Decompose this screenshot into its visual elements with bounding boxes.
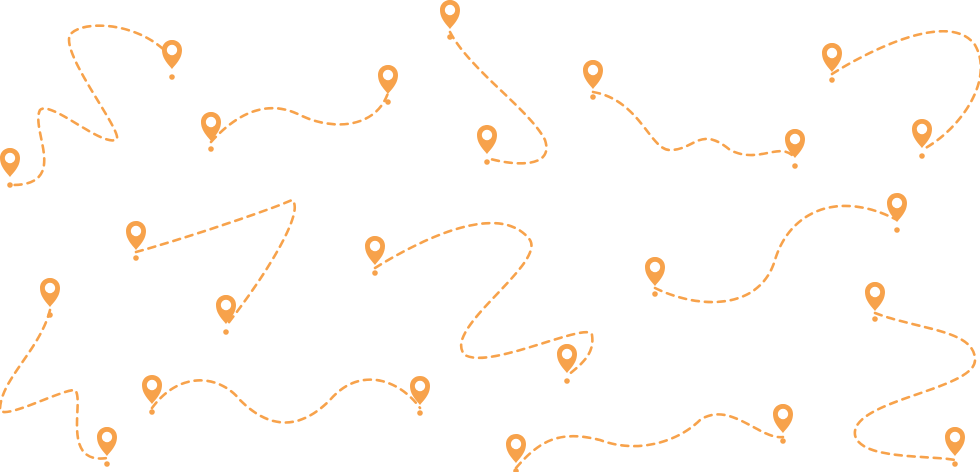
map-pin-icon xyxy=(557,344,577,384)
map-pin-icon xyxy=(785,129,805,169)
dashed-route xyxy=(150,378,422,424)
dashed-route xyxy=(591,90,797,160)
dashed-route xyxy=(830,29,980,152)
dashed-route xyxy=(853,311,977,462)
dashed-route xyxy=(653,204,899,304)
map-pin-icon xyxy=(887,193,907,233)
map-pin-icon xyxy=(365,236,385,276)
map-pin-icon xyxy=(945,427,965,467)
map-pin-icon xyxy=(201,112,221,152)
dashed-route xyxy=(134,198,297,328)
map-pin-icon xyxy=(0,148,20,188)
dashed-route xyxy=(10,24,174,187)
map-pin-icon xyxy=(126,221,146,261)
map-pin-icon xyxy=(97,427,117,467)
map-pin-icon xyxy=(162,40,182,80)
dashed-route xyxy=(373,221,594,378)
map-pin-icon xyxy=(378,65,398,105)
map-pin-icon xyxy=(912,119,932,159)
map-pin-icon xyxy=(216,295,236,335)
dashed-route xyxy=(514,413,785,470)
dashed-route xyxy=(209,91,390,144)
dashed-route xyxy=(448,30,548,165)
map-pin-icon xyxy=(410,376,430,416)
dashed-route xyxy=(0,308,109,460)
map-pin-icon xyxy=(822,43,842,83)
